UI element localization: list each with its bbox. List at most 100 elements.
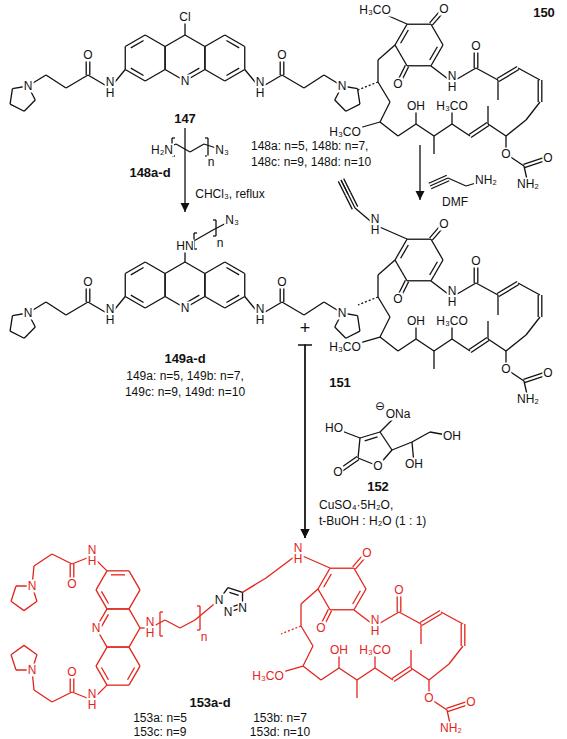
atom-label: n [200,631,209,644]
bond-line [538,295,539,317]
bond-line [378,260,395,275]
atom-label: NH₂ [516,393,540,406]
compound-structure: ON HNON HNNN HnNNNN HOON HOH₃COOHH₃COOON… [0,538,562,739]
bond-line [398,124,416,136]
atom-label: N H [87,689,98,711]
atom-label: O [361,547,372,560]
bond-line [10,331,24,338]
atom-label: O [542,152,553,165]
bond-line [24,645,37,654]
bond-line [407,239,431,240]
atom-label: O [276,276,287,289]
bond-line [487,321,488,339]
bond-line [351,193,358,207]
bond-line [538,80,539,102]
bond-line [46,302,66,315]
bond-line [497,80,498,100]
reagent-text: NH₂ [474,174,498,187]
bond-line [131,68,144,75]
atom-label: ONa [385,408,412,421]
bond-line [488,339,506,351]
bond-line [335,327,346,338]
bond-line [46,75,66,88]
bond-line [487,106,488,124]
bond-line [96,647,107,666]
bond-line [497,66,517,78]
bond-line [497,295,498,315]
bond-line [207,138,208,156]
atom-label: H₃CO [435,100,469,113]
bond-line [318,589,330,610]
atom-label: N [337,307,348,320]
bond-line [145,70,165,82]
atom-label: N [27,664,38,677]
bond-line [66,302,88,315]
bond-line [303,666,321,680]
bond-line [430,262,438,275]
bond-line [244,47,245,70]
bond-line [52,554,72,564]
atom-label: H₃CO [358,644,392,657]
bond-line [96,590,107,609]
bond-line [398,339,416,351]
bond-line [378,45,395,60]
atom-label: O [82,276,93,289]
bond-line [344,179,351,193]
atom-label: HO [324,422,344,435]
atom-label: N H [145,617,156,639]
bond-line [205,262,225,274]
atom-label: O [392,78,403,91]
atom-label: O [438,218,449,231]
atom-label: N H [447,71,458,93]
bond-line [375,668,393,680]
bond-line [497,281,517,293]
bond-line [356,680,357,698]
bond-line [190,144,204,152]
compound-structure: ⊖ONaHOOOOHOH152 [325,402,465,494]
bond-line [131,41,144,48]
compound-number: 147 [173,112,197,125]
bond-line [407,65,431,66]
bond-line [129,628,140,647]
atom-label: OH [406,100,426,113]
bond-line [185,262,205,274]
bond-line [401,245,409,258]
atom-label: NH₂ [439,722,463,735]
atom-label: N₃ [224,214,240,227]
atom-label: O [276,49,287,62]
bond-line [452,339,470,351]
bond-line [358,438,360,458]
atom-label: O [315,622,326,635]
reagent-text: 153a: n=5 [132,712,188,725]
bond-line [107,608,129,609]
bond-line [378,297,390,317]
atom-label: N H [87,545,98,567]
bond-line [205,137,208,138]
bond-line [24,327,35,338]
atom-label: H₃CO [251,670,285,683]
bond-line [431,239,443,260]
bond-line [358,316,360,332]
bond-line [194,232,197,233]
bond-line [226,268,239,275]
bond-line [324,574,332,587]
bond-line [165,620,180,628]
bond-line [392,442,412,450]
atom-label: O [392,293,403,306]
bond-line [448,178,466,186]
bond-line [107,570,129,571]
bond-line [416,124,434,136]
reagent-text: 148c: n=9, 148d: n=10 [250,156,372,169]
bond-line [129,609,140,628]
atom-label: O [66,666,77,679]
bond-line [395,260,407,281]
atom-label: H₃CO [328,341,362,354]
bond-line [431,181,449,189]
bond-line [380,102,390,122]
bond-line [416,339,434,351]
bond-line [338,181,345,195]
bond-line [228,588,243,593]
bond-line [215,220,216,236]
bond-line [101,668,108,680]
bond-line [353,591,361,604]
